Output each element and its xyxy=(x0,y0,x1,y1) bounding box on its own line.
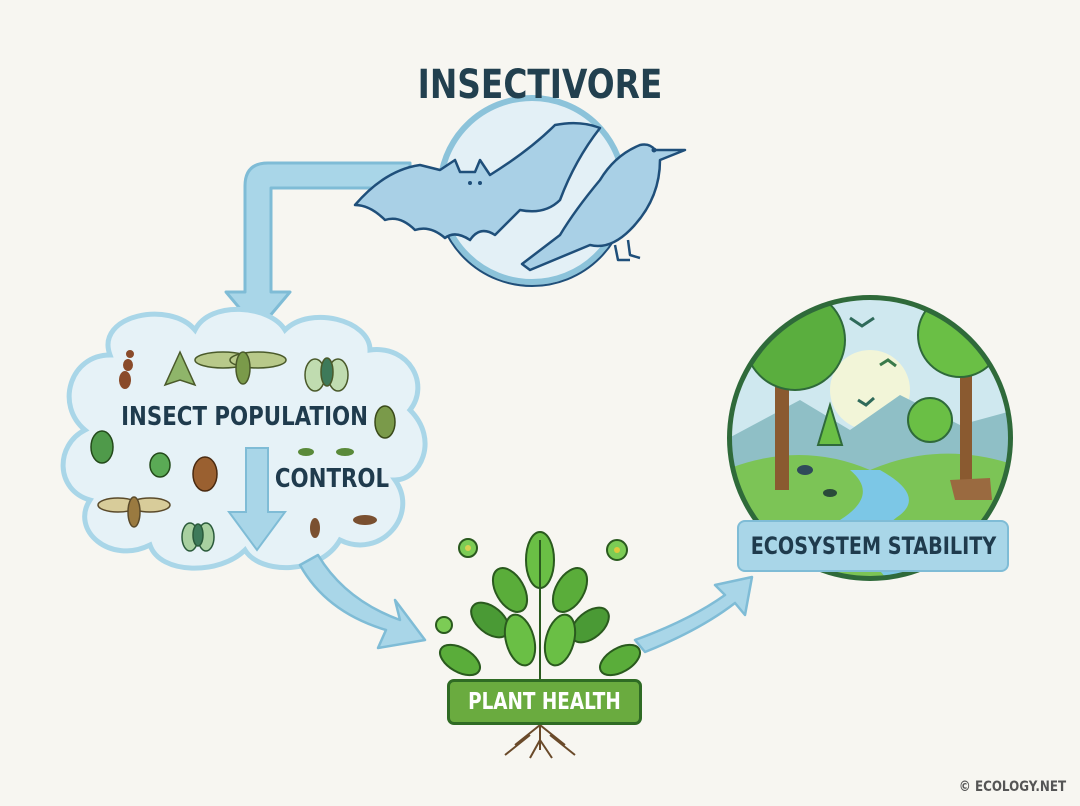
bat-icon xyxy=(353,121,602,242)
ant-icon xyxy=(119,350,134,389)
wasp-icon xyxy=(97,496,171,528)
insect-icons xyxy=(90,350,396,552)
arrow-population-down xyxy=(227,447,287,552)
ecosystem-stability-badge: ECOSYSTEM STABILITY xyxy=(737,520,1009,572)
copyright-notice: © ECOLOGY.NET xyxy=(958,779,1066,795)
plant-icon xyxy=(435,531,641,680)
beetle-green-icon xyxy=(90,430,114,464)
beetle-icon xyxy=(374,405,396,439)
aphid-icons xyxy=(298,448,354,456)
ecosystem-stability-label: ECOSYSTEM STABILITY xyxy=(750,532,996,560)
plant-health-badge: PLANT HEALTH xyxy=(447,679,642,725)
arrow-insects-to-plants xyxy=(298,553,427,650)
beetle-brown-icon xyxy=(192,456,218,492)
insect-population-label: INSECT POPULATION xyxy=(121,402,368,432)
moth-icon xyxy=(163,350,197,387)
insectivore-title: INSECTIVORE xyxy=(417,62,663,108)
bird-icon xyxy=(520,143,687,272)
roots-icon xyxy=(504,720,576,759)
arrow-plants-to-ecosystem xyxy=(633,575,754,654)
ant-small-icons xyxy=(310,515,377,538)
fly-icon xyxy=(304,357,349,392)
plant-health-label: PLANT HEALTH xyxy=(468,689,621,715)
beetle-small-icon xyxy=(149,452,171,478)
greenfly-icon xyxy=(181,522,215,552)
bee-icon xyxy=(194,351,287,385)
control-label: CONTROL xyxy=(274,464,390,494)
